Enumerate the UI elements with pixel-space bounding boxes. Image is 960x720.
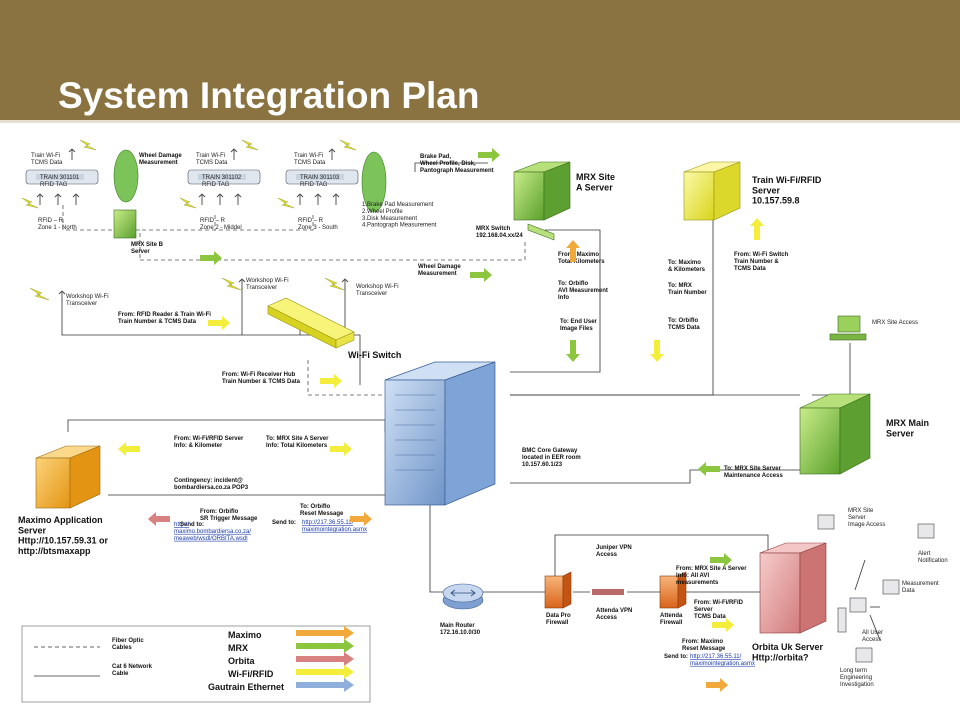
orbita-link: http://217.36.55.11/maximointegration.as… [690, 654, 755, 667]
title-bar [0, 0, 960, 120]
wifi-switch: Wi-Fi Switch [267, 297, 401, 360]
page-title: System Integration Plan [58, 75, 480, 116]
legend-maximo: Maximo [228, 630, 262, 640]
contingency-label: Contingency: incident@bombardiersa.co.za… [174, 478, 249, 491]
antenna-icons [36, 148, 349, 302]
flow-arrows [118, 148, 764, 692]
legend-orbita: Orbita [228, 656, 255, 666]
orbiflo-link: http://217.36.55.11/maximointegration.as… [302, 520, 367, 533]
send-to-label: Send to: [180, 522, 204, 528]
wifi-switch-label: Wi-Fi Switch [348, 350, 401, 360]
legend-wifi-rfid: Wi-Fi/RFID [228, 669, 274, 679]
dashed-lines [62, 205, 526, 396]
mrx-site-access-label: MRX Site Access [872, 320, 918, 326]
send-to-2-label: Send to: [272, 520, 296, 526]
to-maximo-km-label: To: Maximo& Kilometers [668, 260, 706, 273]
legend-mrx: MRX [228, 643, 248, 653]
legend-gautrain: Gautrain Ethernet [208, 682, 284, 692]
brake-pad-label: Brake Pad,Wheel Profile, Disk,Pantograph… [420, 154, 494, 174]
orbita-computers [817, 514, 935, 663]
mrx-site-access-computer: MRX Site Access [829, 315, 918, 341]
maximo-link: http://maximo.bombardiersa.co.za/meaweb/… [174, 522, 251, 542]
send-to-3-label: Send to: [664, 654, 688, 660]
title-divider [0, 120, 960, 123]
wireless-bolt-icons [21, 139, 357, 301]
